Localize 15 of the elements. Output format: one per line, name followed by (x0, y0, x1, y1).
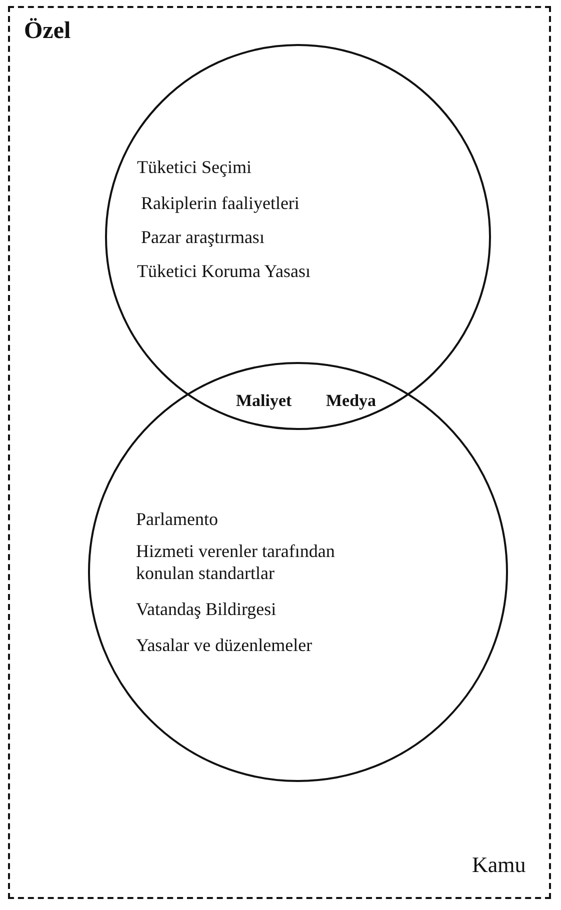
circle-text: Tüketici Seçimi (137, 156, 252, 178)
circle-text: Rakiplerin faaliyetleri (141, 192, 300, 214)
circle-text: Pazar araştırması (141, 226, 264, 248)
circle-text: Parlamento (136, 508, 218, 530)
dashed-frame (8, 6, 551, 899)
circle-text: Vatandaş Bildirgesi (136, 598, 276, 620)
venn-circle (105, 44, 491, 430)
heading: Özel (24, 20, 71, 42)
circle-text: Yasalar ve düzenlemeler (136, 634, 312, 656)
circle-text: Tüketici Koruma Yasası (137, 260, 310, 282)
overlap-label: Medya (326, 390, 376, 412)
heading: Kamu (472, 854, 526, 876)
circle-text: Hizmeti verenler tarafından konulan standartlar (136, 540, 336, 584)
venn-circle (88, 362, 508, 782)
overlap-label: Maliyet (236, 390, 292, 412)
